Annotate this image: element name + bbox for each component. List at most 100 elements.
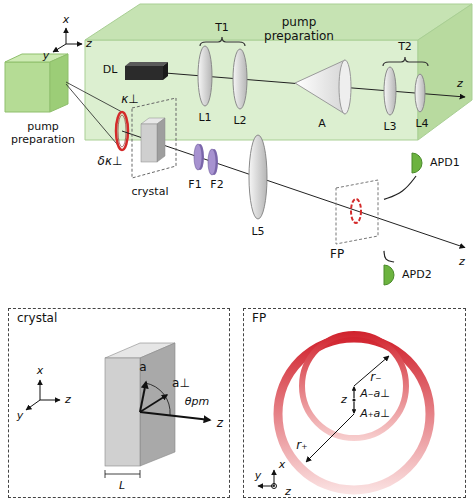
node-text: crystal [15,312,223,326]
node-text: APD2 [400,269,432,282]
emission-ring [278,338,430,490]
detector-symbol [384,265,394,285]
radius-arrow [306,414,354,462]
radius-label: r₊ [296,439,307,453]
component-label: T2 [398,41,412,54]
diode-laser [125,62,168,66]
node-text: pump preparation [1,121,83,146]
detection-plane: FP [328,178,384,262]
optical-fiber [384,251,394,262]
vector-arrow [140,412,210,420]
component-label: DL [103,64,118,77]
component-label: L5 [251,226,264,239]
component-label: T1 [215,22,229,35]
vector-arrow [353,387,354,398]
axis-label: z [217,417,223,431]
crystal-plane [132,98,176,178]
dimension-label: L [119,480,125,493]
lens [249,135,267,219]
node-text: APD1 [428,157,460,170]
diode-laser [125,66,163,80]
component-label: crystal [132,186,169,199]
axis-label: y [43,50,50,63]
dimension-line [140,470,141,478]
vector-label: a [139,361,146,375]
axis-label: z [457,78,463,91]
axis-arrow [40,380,41,400]
component-label: L2 [233,115,246,128]
component-label: A [318,118,326,131]
crystal [140,343,175,466]
pump-box [5,62,50,112]
pump-module: pump preparation [1,121,83,146]
plane-symbol [328,178,384,248]
component-label: F1 [188,179,201,192]
radius-arrow [354,356,389,386]
inset-panel: FP [243,308,466,498]
pump-box [50,54,68,112]
crystal [157,118,165,162]
lens [384,67,396,115]
diode-laser [163,62,168,80]
axis-arrow [53,44,66,52]
component-label: L1 [198,112,211,125]
filter [208,149,216,175]
lens [233,49,247,109]
pump-cone [66,82,122,112]
vector-label: a⊥ [172,377,190,391]
detector-symbol [380,263,400,287]
component-label: F2 [210,179,223,192]
pump-module: pump preparation [256,16,340,44]
axicon [295,60,345,114]
axis-label: x [63,14,70,27]
emission-ring [302,334,406,438]
axicon [339,60,351,114]
detector-symbol [412,153,422,173]
optical-fiber [384,176,416,199]
enclosure-face [85,40,418,140]
axis-label: z [86,38,92,51]
detector: APD2 [378,262,434,288]
telescope-brace [383,57,428,66]
axis-label: z [459,256,465,269]
axis-arrow [66,28,67,44]
detector: APD1 [406,150,462,176]
optical-axis [122,131,465,248]
lens [198,46,212,106]
vector-arrow [353,402,354,413]
node-text: pump preparation [256,16,340,44]
telescope-brace [200,37,245,46]
dimension-line [105,474,140,475]
axis-label: x [279,459,286,472]
angle-label: θpm [185,396,209,409]
angle-arc [145,383,170,415]
axis-dot [273,485,275,487]
axis-arrow [40,400,60,401]
axis-label: x [37,365,44,378]
detector-symbol [408,151,428,175]
axis-label: z [341,394,347,407]
vector-label: A₋a⊥ [360,388,390,401]
crystal [105,358,140,466]
filter [194,144,202,170]
crystal [141,124,157,162]
axis-arrow [66,44,82,45]
node-text: FP [250,312,459,326]
node-text: FP [328,248,384,262]
vector-label: δκ⊥ [98,155,123,169]
radius-label: r₋ [370,371,381,385]
vector-arrow [140,395,167,412]
vector-arrow [140,382,146,412]
axis-label: z [65,394,71,407]
axis-point [352,398,355,401]
plane-outline [336,180,378,244]
vector-label: κ⊥ [121,93,139,107]
pump-ring [351,199,361,223]
component-label: L4 [415,118,428,131]
axis-arrow [26,400,40,410]
vector-label: A₊a⊥ [360,408,390,421]
dimension-line [105,470,106,478]
axis-label: y [255,470,262,483]
component-label: L3 [383,121,396,134]
